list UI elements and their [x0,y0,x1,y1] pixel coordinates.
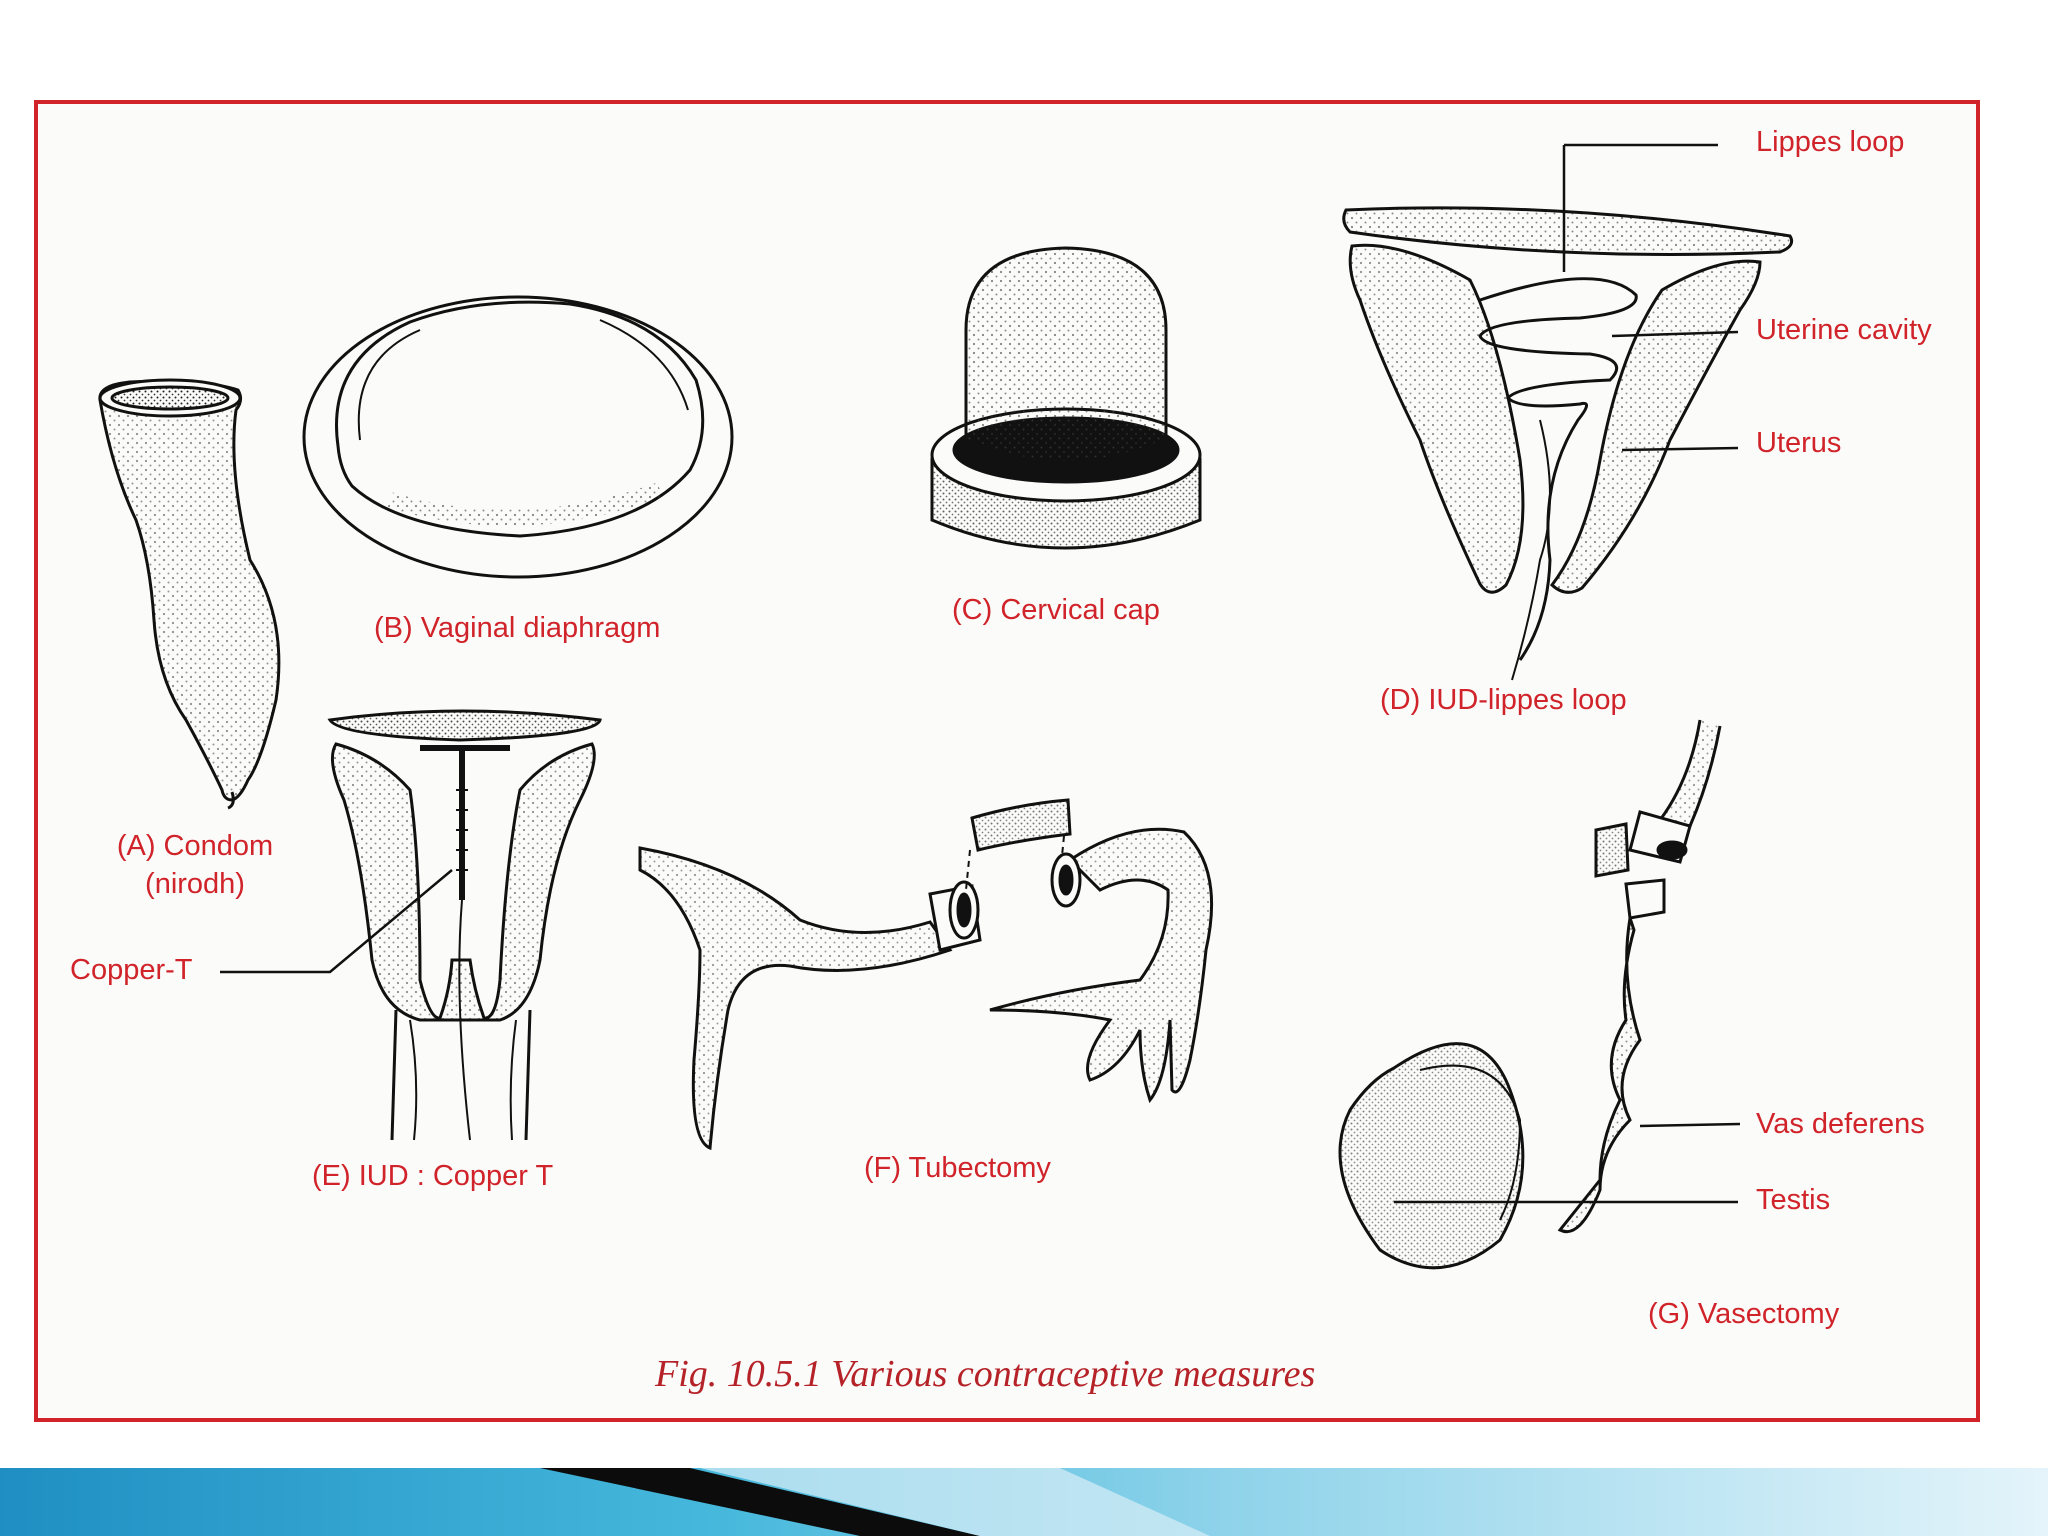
lippes-loop-drawing [1342,143,1794,681]
label-vasectomy: (G) Vasectomy [1648,1298,1840,1330]
label-vas-deferens: Vas deferens [1756,1108,1925,1140]
diaphragm-drawing [302,295,734,579]
label-uterine-cavity: Uterine cavity [1756,314,1932,346]
label-diaphragm: (B) Vaginal diaphragm [374,612,661,644]
cervical-cap-drawing [930,246,1202,550]
label-condom-sub: (nirodh) [145,868,245,900]
label-copper-t: Copper-T [70,954,193,986]
label-tubectomy: (F) Tubectomy [864,1152,1051,1184]
label-iud-copper-t: (E) IUD : Copper T [312,1160,554,1192]
label-condom: (A) Condom [116,830,274,862]
label-testis: Testis [1756,1184,1831,1216]
tubectomy-drawing [638,798,1214,1151]
bottom-decor-bar [0,1468,2048,1536]
vasectomy-drawing [1338,719,1741,1270]
figure-caption: Fig. 10.5.1 Various contraceptive measur… [655,1353,1316,1395]
label-uterus: Uterus [1756,427,1842,459]
condom-drawing [98,378,281,810]
label-iud-lippes: (D) IUD-lippes loop [1380,684,1627,716]
copper-t-drawing [220,709,602,1141]
label-lippes-loop: Lippes loop [1756,126,1905,158]
label-cervical-cap: (C) Cervical cap [952,594,1160,626]
